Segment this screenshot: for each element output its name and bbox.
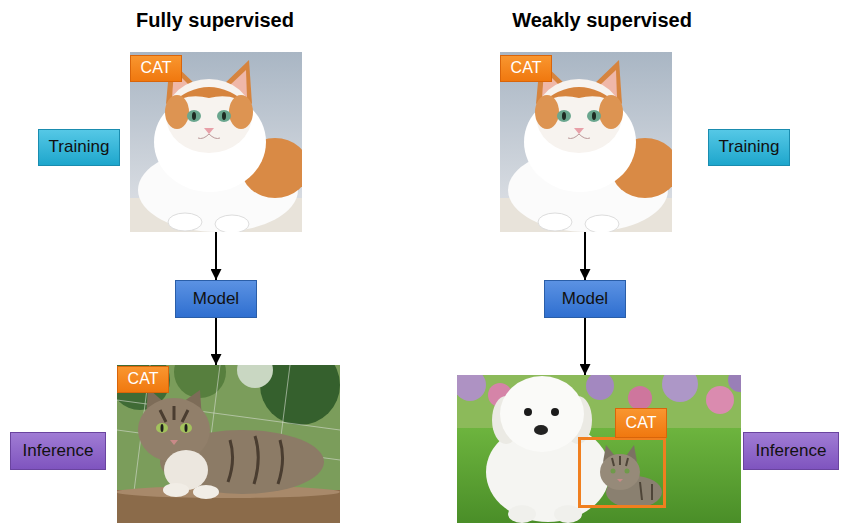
puppy-and-kitten-photo bbox=[508, 505, 536, 523]
training-cat-photo bbox=[165, 95, 189, 129]
class-tag-text: CAT bbox=[511, 59, 542, 77]
training-cat-photo bbox=[192, 112, 196, 120]
puppy-and-kitten-photo bbox=[534, 425, 548, 435]
training-cat-photo bbox=[130, 52, 302, 232]
photo-frame: CAT bbox=[457, 375, 741, 523]
puppy-and-kitten-photo bbox=[524, 408, 532, 416]
flow-arrow bbox=[584, 318, 586, 375]
inference-box-text: Inference bbox=[23, 441, 94, 461]
tabby-cat-photo bbox=[170, 440, 178, 445]
puppy-and-kitten-photo bbox=[551, 408, 559, 416]
tabby-cat-photo bbox=[237, 365, 273, 388]
training-cat-photo bbox=[229, 95, 253, 129]
puppy-and-kitten-photo bbox=[500, 376, 584, 452]
tabby-cat-photo bbox=[160, 406, 283, 484]
puppy-and-kitten-photo bbox=[628, 386, 652, 410]
training-cat-photo bbox=[204, 128, 214, 134]
puppy-and-kitten-photo bbox=[457, 375, 741, 523]
class-tag: CAT bbox=[117, 366, 169, 393]
training-cat-photo bbox=[166, 79, 252, 153]
training-cat-photo bbox=[500, 52, 679, 233]
bounding-box: CAT bbox=[578, 437, 666, 508]
flow-arrow bbox=[215, 318, 217, 365]
training-cat-photo bbox=[130, 52, 309, 233]
class-tag: CAT bbox=[500, 55, 552, 82]
inference-box: Inference bbox=[743, 432, 839, 470]
puppy-and-kitten-photo bbox=[457, 375, 486, 401]
training-cat-photo bbox=[215, 215, 249, 232]
photo-frame: CAT bbox=[117, 365, 340, 523]
tabby-cat-photo bbox=[161, 424, 164, 432]
class-tag-text: CAT bbox=[128, 370, 159, 388]
model-box: Model bbox=[544, 280, 626, 318]
tabby-cat-photo bbox=[193, 485, 219, 499]
puppy-and-kitten-photo bbox=[625, 469, 630, 474]
column-heading: Weakly supervised bbox=[512, 9, 692, 32]
tabby-cat-photo bbox=[117, 365, 340, 523]
training-box-text: Training bbox=[719, 137, 780, 157]
training-cat-photo bbox=[217, 110, 231, 122]
tabby-cat-photo bbox=[180, 423, 192, 433]
puppy-and-kitten-photo bbox=[617, 479, 623, 482]
tabby-cat-photo bbox=[163, 483, 189, 497]
training-cat-photo bbox=[187, 110, 201, 122]
training-cat-photo bbox=[168, 213, 202, 231]
model-box: Model bbox=[175, 280, 257, 318]
photo-frame: CAT bbox=[130, 52, 302, 232]
flow-arrow bbox=[215, 232, 217, 280]
photo-frame: CAT bbox=[500, 52, 670, 232]
puppy-and-kitten-photo bbox=[612, 456, 652, 500]
training-cat-photo bbox=[198, 134, 220, 139]
column-heading: Fully supervised bbox=[136, 9, 294, 32]
puppy-and-kitten-photo bbox=[611, 469, 616, 474]
connector-group bbox=[216, 232, 585, 375]
puppy-and-kitten-photo bbox=[728, 375, 741, 392]
puppy-and-kitten-photo bbox=[706, 386, 734, 414]
model-box-text: Model bbox=[193, 289, 239, 309]
model-box-text: Model bbox=[562, 289, 608, 309]
flow-arrow bbox=[584, 232, 586, 280]
class-tag: CAT bbox=[615, 408, 667, 438]
class-tag-text: CAT bbox=[626, 414, 657, 432]
puppy-and-kitten-photo bbox=[586, 375, 614, 400]
training-box: Training bbox=[708, 129, 790, 166]
training-box: Training bbox=[38, 129, 120, 166]
inference-box-text: Inference bbox=[756, 441, 827, 461]
puppy-and-kitten-photo bbox=[662, 375, 698, 402]
inference-box: Inference bbox=[10, 432, 106, 470]
class-tag: CAT bbox=[130, 55, 182, 82]
training-box-text: Training bbox=[49, 137, 110, 157]
tabby-cat-photo bbox=[156, 423, 168, 433]
training-cat-photo bbox=[222, 112, 226, 120]
class-tag-text: CAT bbox=[141, 59, 172, 77]
tabby-cat-photo bbox=[185, 424, 188, 432]
tabby-cat-photo bbox=[117, 365, 340, 523]
